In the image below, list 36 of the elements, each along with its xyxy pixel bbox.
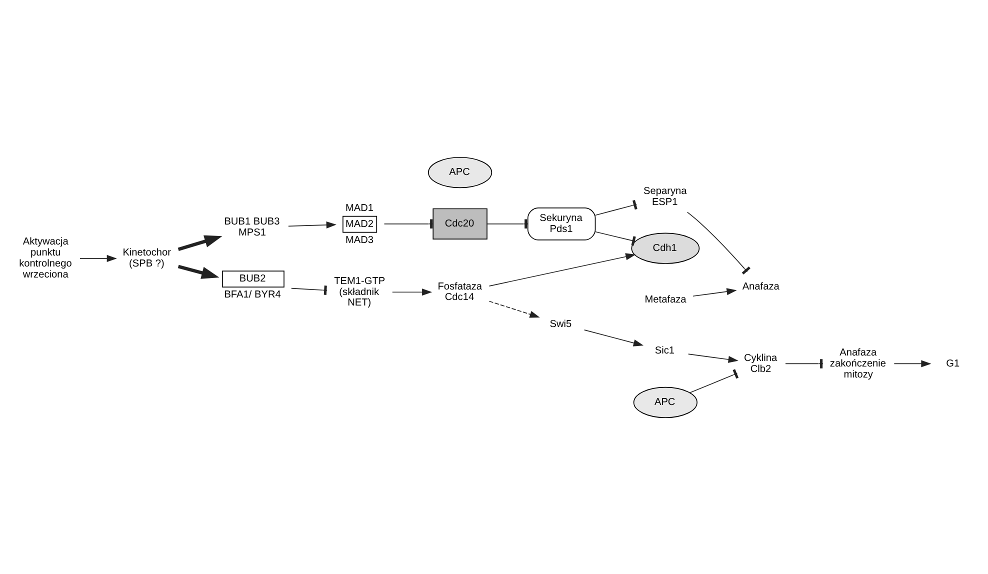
node-text: Anafaza zakończenie mitozy <box>830 346 886 380</box>
connector <box>594 199 638 216</box>
arrow <box>178 234 222 250</box>
node-text: Fosfataza Cdc14 <box>438 280 482 303</box>
node-text: Metafaza <box>644 294 686 305</box>
node-ellipse: APC <box>633 386 698 418</box>
node-ellipse: APC <box>428 156 492 188</box>
node-label: MAD3 <box>345 234 374 246</box>
node-label: MAD1 <box>345 202 374 214</box>
node-text: Aktywacja punktu kontrolnego wrzeciona <box>19 236 72 280</box>
node-text: Cyklina Clb2 <box>744 352 778 374</box>
connector <box>594 230 636 246</box>
node-text: TEM1-GTP (składnik NET) <box>334 275 386 308</box>
node-text: BUB1 BUB3 MPS1 <box>224 216 280 238</box>
arrow <box>178 264 220 278</box>
arrow <box>894 360 932 367</box>
node-box: Sekuryna Pds1 <box>527 206 596 240</box>
arrow <box>688 353 738 362</box>
node-text: Sic1 <box>654 345 675 356</box>
node-text: G1 <box>946 358 960 369</box>
node-text: Anafaza <box>742 281 780 292</box>
arrow <box>392 288 432 296</box>
node-label: BFA1/ BYR4 <box>224 289 281 300</box>
arrow <box>584 329 644 346</box>
node-text: Swi5 <box>550 318 572 330</box>
arrow <box>488 300 540 318</box>
connector <box>689 368 739 393</box>
arrow <box>692 288 737 296</box>
arrow <box>288 220 336 228</box>
node-text: Separyna ESP1 <box>644 186 687 208</box>
node-text: Kinetochor (SPB ?) <box>122 247 171 270</box>
node-box: BUB2 <box>222 270 284 287</box>
node-box: Cdc20 <box>432 208 488 239</box>
arrow <box>80 254 117 262</box>
node-box: MAD2 <box>342 215 378 232</box>
arrow <box>488 252 636 286</box>
